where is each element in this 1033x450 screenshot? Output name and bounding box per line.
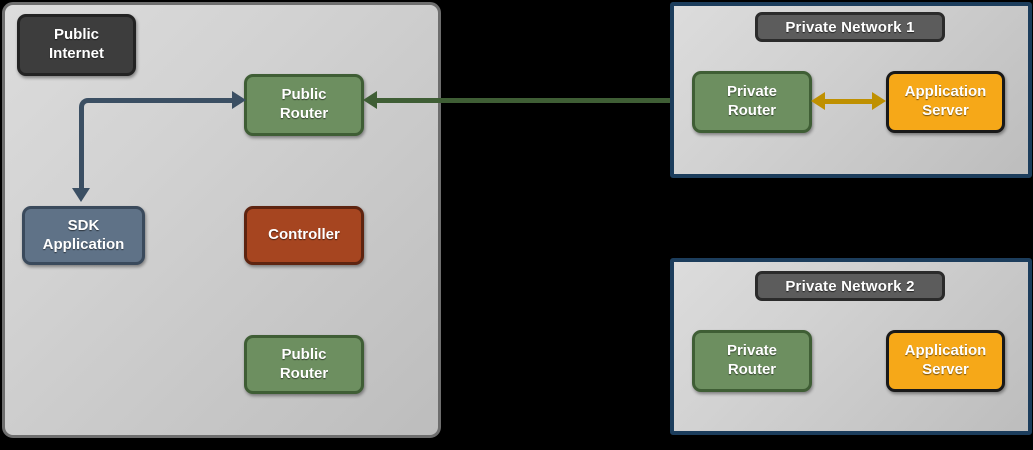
private-network-1-badge-label: Private Network 1: [785, 18, 915, 36]
connector-private-router-to-app-server-line: [822, 99, 878, 104]
connector-internet-to-sdk-arrowhead: [72, 188, 90, 202]
node-private-router-1[interactable]: Private Router: [692, 71, 812, 133]
node-public-router-top[interactable]: Public Router: [244, 74, 364, 136]
node-application-server-1[interactable]: Application Server: [886, 71, 1005, 133]
node-public-router-bottom[interactable]: Public Router: [244, 335, 364, 394]
connector-elbow-corner: [79, 98, 99, 118]
node-controller-label: Controller: [268, 226, 340, 244]
node-public-internet[interactable]: Public Internet: [17, 14, 136, 76]
node-private-router-2-label: Private Router: [726, 342, 778, 378]
public-zone-panel[interactable]: Public Internet Public Router SDK Applic…: [2, 2, 441, 438]
connector-internet-to-public-router-arrowhead: [232, 91, 246, 109]
private-network-2-badge-label: Private Network 2: [785, 277, 915, 295]
private-network-2-panel[interactable]: Private Network 2 Private Router Applica…: [670, 258, 1032, 435]
private-network-1-panel[interactable]: Private Network 1 Private Router Applica…: [670, 2, 1032, 178]
node-public-router-bottom-label: Public Router: [279, 345, 329, 382]
node-sdk-application-label: SDK Application: [42, 216, 125, 253]
connector-private-router-to-app-server-arrowhead-left: [811, 92, 825, 110]
node-application-server-2-label: Application Server: [904, 342, 987, 378]
connector-public-to-private-router-arrowhead-left: [363, 91, 377, 109]
node-application-server-2[interactable]: Application Server: [886, 330, 1005, 392]
node-public-internet-label: Public Internet: [48, 26, 104, 62]
connector-internet-to-sdk-line: [79, 112, 84, 192]
private-network-1-badge: Private Network 1: [755, 12, 945, 42]
node-controller[interactable]: Controller: [244, 206, 364, 265]
connector-internet-to-public-router-line: [96, 98, 238, 103]
connector-public-to-private-router-line: [372, 98, 678, 103]
node-application-server-1-label: Application Server: [904, 83, 987, 119]
connector-private-router-to-app-server-arrowhead-right: [872, 92, 886, 110]
private-network-2-badge: Private Network 2: [755, 271, 945, 301]
node-sdk-application[interactable]: SDK Application: [22, 206, 145, 265]
node-private-router-1-label: Private Router: [726, 83, 778, 119]
node-private-router-2[interactable]: Private Router: [692, 330, 812, 392]
node-public-router-top-label: Public Router: [279, 86, 329, 122]
